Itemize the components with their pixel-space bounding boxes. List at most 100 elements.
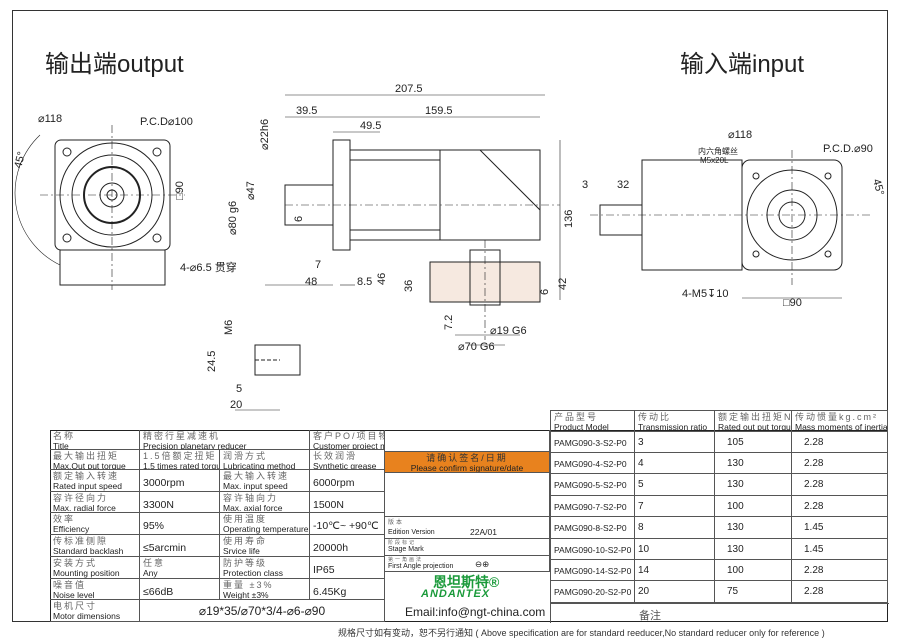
cell-cn: 客户PO/项目物料编码	[313, 431, 384, 441]
model-name: PAMG090-4-S2-P0	[550, 453, 635, 474]
model-table-header: 额定输出扭矩NmRated out put torque	[715, 410, 792, 432]
dim-pcd-right: P.C.D.⌀90	[823, 143, 873, 155]
model-value: 100	[715, 496, 792, 517]
model-value: 1.45	[792, 539, 888, 560]
dim-36: 36	[403, 280, 415, 292]
spec-cell: 20000h	[310, 535, 385, 557]
spec-cell: IP65	[310, 557, 385, 579]
model-name: PAMG090-7-S2-P0	[550, 496, 635, 517]
cell-en: Max.Out put torque	[53, 461, 126, 470]
dim-7: 7	[315, 259, 321, 271]
model-value: 100	[715, 560, 792, 581]
model-value: 75	[715, 581, 792, 603]
dim-159-5: 159.5	[425, 105, 453, 117]
cell-en: Noise level	[53, 590, 95, 600]
spec-cell: ≤66dB	[140, 579, 220, 600]
edition-value: 22A/01	[470, 527, 497, 537]
spec-cell: 3300N	[140, 492, 220, 513]
dim-m6: M6	[223, 320, 235, 335]
cell-en: Operating temperature	[223, 524, 309, 534]
cell-en: Lubricating method	[223, 461, 296, 470]
customer-code-input[interactable]	[385, 430, 550, 452]
cell-en: Mounting position	[53, 568, 120, 578]
dim-pcd-left: P.C.D⌀100	[140, 116, 193, 128]
dim-square-left: □90	[174, 181, 186, 200]
cell-cn: 传标准侧隙	[53, 536, 109, 546]
cell-value: -10℃~ +90℃	[313, 520, 379, 532]
model-name: PAMG090-10-S2-P0	[550, 539, 635, 560]
dim-24-5: 24.5	[206, 351, 218, 372]
model-value: 8	[635, 517, 715, 539]
logo-en: ANDANTEX	[421, 588, 491, 600]
cell-cn: 长效润滑	[313, 451, 358, 461]
dim-207-5: 207.5	[395, 83, 423, 95]
dim-136: 136	[563, 210, 575, 228]
cell-cn: 最大输入转速	[223, 471, 290, 481]
model-name: PAMG090-3-S2-P0	[550, 432, 635, 453]
input-title: 输入端input	[680, 51, 804, 78]
dim-key: 6	[293, 216, 305, 222]
cell-en: Weight ±3%	[223, 590, 269, 600]
output-title: 输出端output	[45, 51, 184, 78]
email-link[interactable]: Email:info@ngt-china.com	[405, 605, 546, 619]
dim-5: 5	[236, 383, 242, 395]
dim-bore: ⌀19 G6	[490, 325, 527, 337]
cell-en: Standard backlash	[53, 546, 124, 556]
key-detail-view	[235, 344, 301, 411]
dim-shaft: ⌀22h6	[259, 119, 271, 150]
cell-cn: 效率	[53, 514, 76, 524]
cell-cn: 防护等级	[223, 558, 268, 568]
signature-area[interactable]	[385, 473, 550, 517]
cell-en: Rated out put torque	[718, 422, 792, 432]
remarks-label: 备注	[639, 610, 661, 622]
dim-6: 6	[539, 289, 551, 295]
screw-label: M5x20L	[700, 156, 729, 165]
logo-cn: 恩坦斯特®	[433, 574, 500, 590]
cell-cn: 容许轴向力	[223, 493, 279, 503]
model-value: 14	[635, 560, 715, 581]
cell-cn: 传动惯量kg.cm²	[795, 412, 879, 422]
spec-cell: 3000rpm	[140, 470, 220, 492]
dim-7-2: 7.2	[443, 315, 455, 330]
cell-value: 6000rpm	[313, 477, 355, 489]
cell-en: Transmission ratio	[638, 422, 708, 432]
dim-8-5: 8.5	[357, 276, 372, 288]
cell-en: Protection class	[223, 568, 283, 578]
dim-d70: ⌀70 G6	[458, 341, 495, 353]
cell-cn: 名称	[53, 431, 76, 441]
cell-cn: 重量 ±3%	[223, 580, 274, 590]
model-value: 5	[635, 474, 715, 496]
spec-cell: 客户PO/项目物料编码Customer project material cod…	[310, 430, 385, 450]
screw-label-cn: 内六角螺丝	[698, 146, 738, 156]
dim-d118-right: ⌀118	[728, 129, 752, 141]
spec-cell: 6.45Kg	[310, 579, 385, 600]
model-value: 130	[715, 539, 792, 560]
model-name: PAMG090-8-S2-P0	[550, 517, 635, 539]
spec-cell: 重量 ±3%Weight ±3%	[220, 579, 310, 600]
cell-value: 1500N	[313, 499, 344, 511]
spec-cell: 1500N	[310, 492, 385, 513]
side-section-view	[265, 94, 561, 346]
model-value: 130	[715, 474, 792, 496]
cell-value: 3000rpm	[143, 477, 185, 489]
cell-en: Precision planetary reducer	[143, 441, 247, 450]
model-value: 10	[635, 539, 715, 560]
